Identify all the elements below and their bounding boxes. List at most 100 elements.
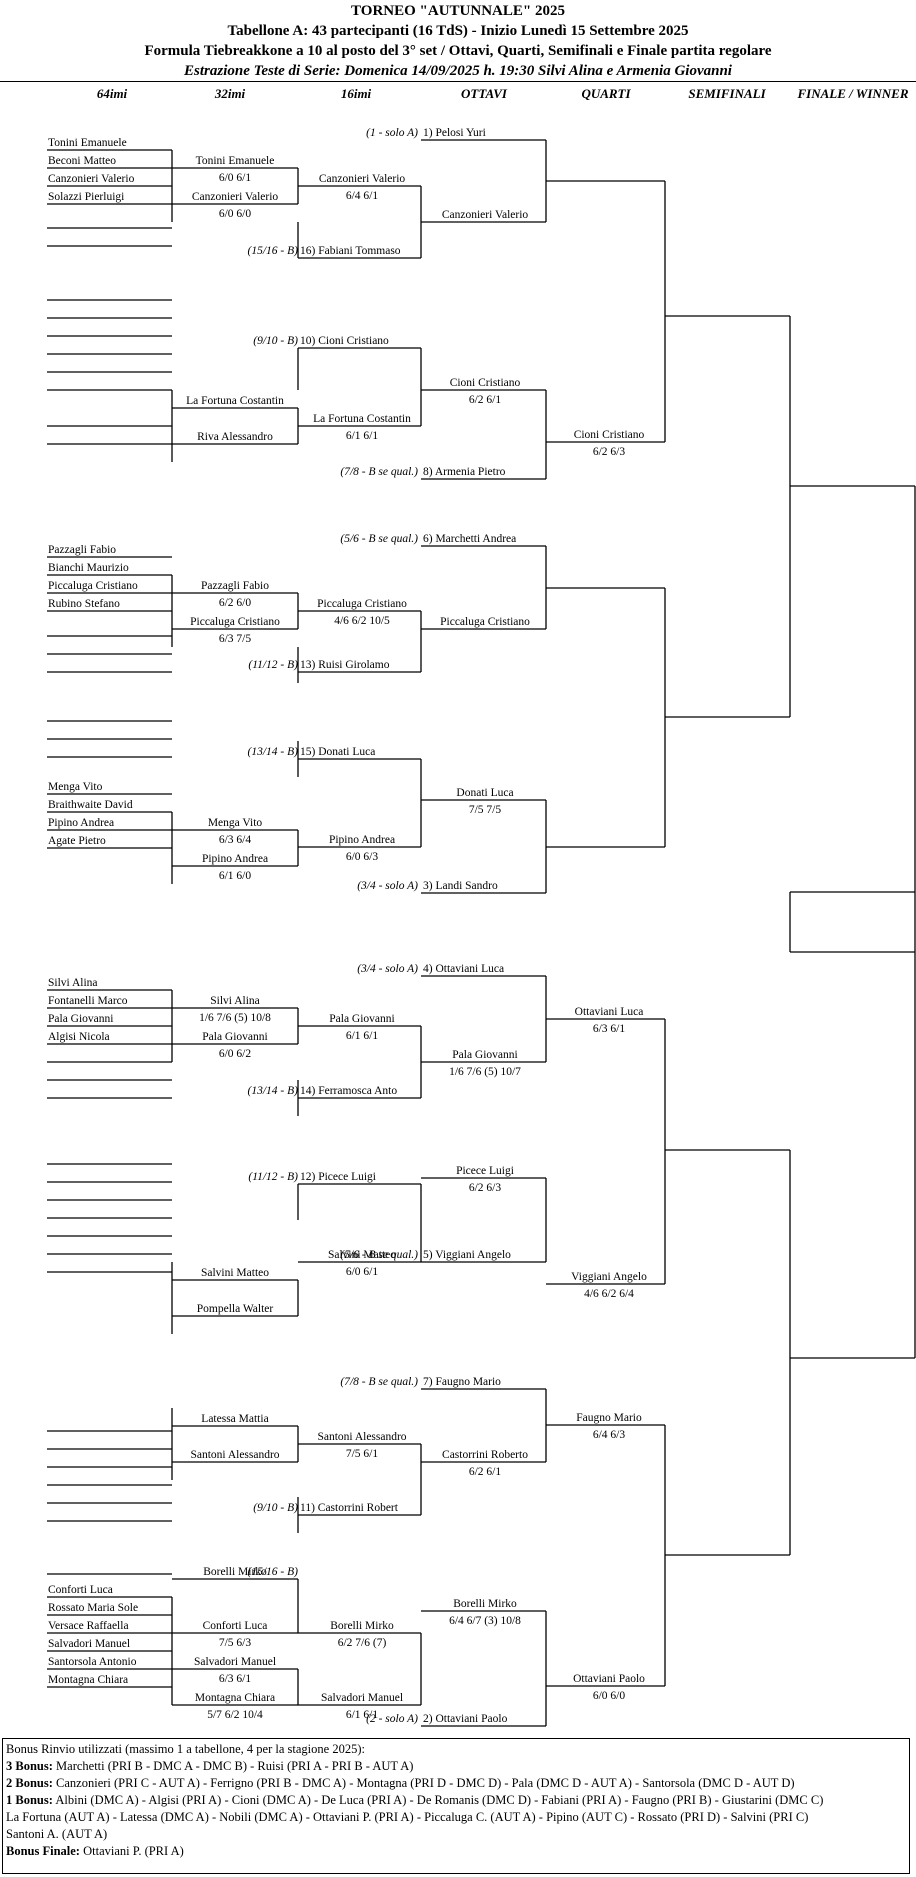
player-ottavi: 7) Faugno Mario [423,1376,501,1388]
seed-label: (11/12 - B) [248,1171,298,1183]
player-ottavi: Canzonieri Valerio [441,209,529,221]
seed-label: (13/14 - B) [247,746,298,758]
score-32: 6/3 6/1 [218,1673,252,1685]
player-64: Silvi Alina [48,977,98,989]
score-32: 1/6 7/6 (5) 10/8 [199,1012,271,1024]
score-16: 7/5 6/1 [345,1448,379,1460]
score-16: 6/1 6/1 [345,430,379,442]
player-16: 14) Ferramosca Anto [300,1085,398,1097]
player-64: Agate Pietro [48,835,106,847]
player-32: Piccaluga Cristiano [190,616,280,628]
score-16: 6/0 6/1 [345,1266,379,1278]
score-32: 6/0 6/1 [218,172,252,184]
player-64: Bianchi Maurizio [48,562,129,574]
column-header-64imi: 64imi [96,86,128,101]
bonus-line-1a: 1 Bonus: Albini (DMC A) - Algisi (PRI A)… [6,1793,824,1807]
column-header-32imi: 32imi [214,86,246,101]
score-32: 6/2 6/0 [218,597,252,609]
player-16: Canzonieri Valerio [318,173,406,185]
player-32: Menga Vito [207,817,263,829]
player-32: Pazzagli Fabio [200,580,270,592]
player-32: Tonini Emanuele [195,155,275,167]
player-32: Latessa Mattia [201,1413,269,1425]
player-16: Pipino Andrea [328,834,396,846]
player-16: 13) Ruisi Girolamo [300,659,390,671]
bonus-title: Bonus Rinvio utilizzati (massimo 1 a tab… [6,1742,365,1756]
score-ottavi: 6/4 6/7 (3) 10/8 [449,1615,521,1627]
column-header-quarti: QUARTI [581,86,631,101]
player-16: 10) Cioni Cristiano [300,335,389,347]
column-header-semifinali: SEMIFINALI [688,86,766,101]
player-ottavi: 5) Viggiani Angelo [423,1249,511,1261]
player-64: Pazzagli Fabio [48,544,117,556]
player-64: Versace Raffaella [48,1620,129,1632]
player-64: Pala Giovanni [48,1013,114,1025]
seed-label: (15/16 - B) [247,1566,298,1578]
seed-label: (9/10 - B) [253,335,298,347]
player-32: Salvini Matteo [200,1267,270,1279]
player-ottavi: 3) Landi Sandro [423,880,498,892]
player-16: Salvini Matteo [327,1249,397,1261]
player-16: 15) Donati Luca [300,746,376,758]
seed-label: (7/8 - B se qual.) [340,1376,418,1388]
seed-label: (3/4 - solo A) [357,880,418,892]
score-quarti: 6/3 6/1 [592,1023,626,1035]
bonus-panel: Bonus Rinvio utilizzati (massimo 1 a tab… [2,1738,910,1874]
bracket-lines [47,139,916,1727]
player-ottavi: Piccaluga Cristiano [440,616,530,628]
header-rule [0,81,916,82]
player-64: Rossato Maria Sole [48,1602,139,1614]
bonus-line-3: 3 Bonus: Marchetti (PRI B - DMC A - DMC … [6,1759,414,1773]
seed-label: (5/6 - B se qual.) [340,533,418,545]
player-64: Santorsola Antonio [48,1656,137,1668]
score-16: 6/1 6/1 [345,1709,379,1721]
player-ottavi: 1) Pelosi Yuri [423,127,486,139]
player-quarti: Viggiani Angelo [571,1271,647,1283]
subtitle-participants: Tabellone A: 43 partecipanti (16 TdS) - … [227,23,689,39]
player-32: Pipino Andrea [201,853,269,865]
player-64: Fontanelli Marco [48,995,128,1007]
score-ottavi: 6/2 6/3 [468,1182,502,1194]
score-32: 6/3 7/5 [218,633,252,645]
player-64: Rubino Stefano [48,598,120,610]
subtitle-seeding: Estrazione Teste di Serie: Domenica 14/0… [184,63,732,79]
score-16: 6/4 6/1 [345,190,379,202]
seed-label: (9/10 - B) [253,1502,298,1514]
page-title: TORNEO "AUTUNNALE" 2025 [351,3,565,19]
player-32: Borelli Mirko [203,1566,267,1578]
score-ottavi: 6/2 6/1 [468,1466,502,1478]
player-64: Menga Vito [48,781,103,793]
score-quarti: 6/4 6/3 [592,1429,626,1441]
player-64: Beconi Matteo [48,155,117,167]
score-32: 6/0 6/2 [218,1048,252,1060]
seed-label: (5/6 - B se qual.) [340,1249,418,1261]
seed-label: (15/16 - B) [247,245,298,257]
player-32: Silvi Alina [210,995,260,1007]
seed-label: (7/8 - B se qual.) [340,466,418,478]
player-64: Pipino Andrea [48,817,115,829]
player-64: Conforti Luca [48,1584,113,1596]
bonus-line-2: 2 Bonus: Canzonieri (PRI C - AUT A) - Fe… [6,1776,795,1790]
seed-label: (3/4 - solo A) [357,963,418,975]
player-quarti: Cioni Cristiano [573,429,645,441]
player-16: La Fortuna Costantin [313,413,411,425]
player-16: Piccaluga Cristiano [317,598,407,610]
player-32: Canzonieri Valerio [191,191,279,203]
player-32: Santoni Alessandro [190,1449,280,1461]
player-64: Montagna Chiara [48,1674,129,1686]
player-16: 16) Fabiani Tommaso [300,245,401,257]
player-ottavi: Donati Luca [456,787,514,799]
score-16: 6/0 6/3 [345,851,379,863]
score-ottavi: 7/5 7/5 [468,804,502,816]
score-32: 6/0 6/0 [218,208,252,220]
score-ottavi: 1/6 7/6 (5) 10/7 [449,1066,521,1078]
seed-label: (2 - solo A) [366,1713,418,1725]
player-32: Montagna Chiara [194,1692,276,1704]
bonus-line-1c: Santoni A. (AUT A) [6,1827,108,1841]
score-16: 6/2 7/6 (7) [337,1637,387,1649]
player-16: Salvadori Manuel [320,1692,404,1704]
score-16: 4/6 6/2 10/5 [334,615,390,627]
player-64: Salvadori Manuel [48,1638,131,1650]
score-32: 6/1 6/0 [218,870,252,882]
